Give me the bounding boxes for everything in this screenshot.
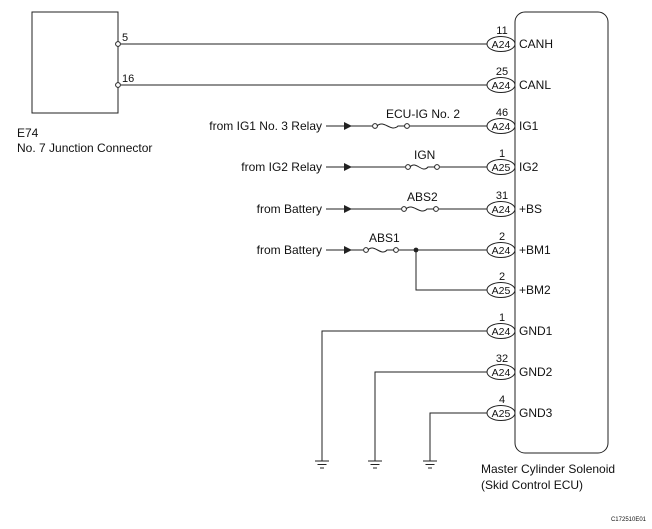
- junction-connector: 5 16 E74 No. 7 Junction Connector: [17, 11, 152, 155]
- bm1-arrow: [344, 246, 352, 254]
- terminal-name: IG1: [519, 119, 539, 133]
- terminal-row-bm1: 2 A24 +BM1: [486, 231, 551, 258]
- fuse-abs1-label: ABS1: [369, 231, 400, 245]
- connector-code: A24: [492, 204, 511, 216]
- connector-badge: [486, 77, 516, 93]
- pin-number: 1: [499, 148, 505, 160]
- connector-code: A25: [492, 408, 511, 420]
- ground-symbols: [315, 460, 437, 469]
- ground-icon: [368, 460, 382, 469]
- pin-number: 2: [499, 231, 505, 243]
- junction-connector-box: [31, 11, 119, 114]
- connector-code: A24: [492, 121, 511, 133]
- terminal-row-ig1: 46 A24 IG1: [486, 107, 539, 134]
- terminal-row-bs: 31 A24 +BS: [486, 190, 542, 217]
- pin-number: 2: [499, 271, 505, 283]
- terminal-row-canl: 25 A24 CANL: [486, 66, 551, 93]
- pin-16-node: [115, 82, 121, 88]
- connector-badge: [486, 282, 516, 298]
- bm2-wire: [415, 250, 487, 291]
- terminal-name: GND2: [519, 365, 553, 379]
- fuse-ign: [405, 164, 440, 170]
- ground-icon: [315, 460, 329, 469]
- terminal-name: GND3: [519, 406, 553, 420]
- ig1-arrow: [344, 122, 352, 130]
- source-ig1: from IG1 No. 3 Relay: [209, 119, 322, 133]
- pin-number: 32: [496, 353, 508, 365]
- terminal-name: GND1: [519, 324, 553, 338]
- pin-number: 1: [499, 312, 505, 324]
- ecu-subname: (Skid Control ECU): [481, 478, 583, 492]
- pin-number: 11: [496, 25, 507, 37]
- junction-connector-id: E74: [17, 126, 39, 140]
- pin-5-label: 5: [122, 32, 128, 44]
- connector-badge: [486, 36, 516, 52]
- pin-16-label: 16: [122, 73, 134, 85]
- connector-code: A24: [492, 367, 511, 379]
- skid-control-ecu: Master Cylinder Solenoid (Skid Control E…: [481, 11, 615, 492]
- fuse-abs1: [363, 247, 399, 253]
- connector-badge: [486, 405, 516, 421]
- terminal-name: CANL: [519, 78, 551, 92]
- connector-badge: [486, 159, 516, 175]
- connector-code: A24: [492, 39, 511, 51]
- fuse-ign-label: IGN: [414, 148, 435, 162]
- connector-badge: [486, 364, 516, 380]
- figure-code: C172510E01: [611, 517, 647, 523]
- connector-code: A25: [492, 285, 511, 297]
- gnd3-wire: [429, 412, 487, 461]
- terminal-name: IG2: [519, 160, 539, 174]
- ecu-box: [514, 11, 609, 454]
- bs-arrow: [344, 205, 352, 213]
- ig2-arrow: [344, 163, 352, 171]
- connector-badge: [486, 201, 516, 217]
- source-bs: from Battery: [257, 202, 322, 216]
- fuse-abs2: [401, 206, 439, 212]
- ground-icon: [423, 460, 437, 469]
- connector-badge: [486, 118, 516, 134]
- gnd2-wire: [374, 371, 487, 461]
- connector-code: A24: [492, 245, 511, 257]
- pin-number: 4: [499, 394, 505, 406]
- terminal-row-gnd2: 32 A24 GND2: [486, 353, 553, 380]
- terminal-name: +BM2: [519, 283, 551, 297]
- fuse-ecu-ig-no2: [372, 123, 410, 129]
- connector-badge: [486, 323, 516, 339]
- pin-number: 46: [496, 107, 508, 119]
- wires: [121, 43, 487, 461]
- pin-number: 31: [496, 190, 508, 202]
- fuses: [363, 123, 440, 253]
- source-ig2: from IG2 Relay: [241, 160, 322, 174]
- source-bm1: from Battery: [257, 243, 322, 257]
- gnd1-wire: [321, 330, 487, 461]
- connector-code: A24: [492, 80, 511, 92]
- connector-code: A24: [492, 326, 511, 338]
- ecu-name: Master Cylinder Solenoid: [481, 462, 615, 476]
- terminal-row-gnd3: 4 A25 GND3: [486, 394, 553, 421]
- pin-5-node: [115, 41, 121, 47]
- fuse-ecu-ig-label: ECU-IG No. 2: [386, 107, 460, 121]
- terminal-row-bm2: 2 A25 +BM2: [486, 271, 551, 298]
- terminal-name: +BM1: [519, 243, 551, 257]
- fuse-abs2-label: ABS2: [407, 190, 438, 204]
- terminal-name: +BS: [519, 202, 542, 216]
- terminal-row-canh: 11 A24 CANH: [486, 25, 553, 52]
- terminal-name: CANH: [519, 37, 553, 51]
- pin-number: 25: [496, 66, 508, 78]
- junction-connector-name: No. 7 Junction Connector: [17, 141, 152, 155]
- terminal-row-gnd1: 1 A24 GND1: [486, 312, 553, 339]
- connector-code: A25: [492, 162, 511, 174]
- connector-badge: [486, 242, 516, 258]
- terminal-row-ig2: 1 A25 IG2: [486, 148, 539, 175]
